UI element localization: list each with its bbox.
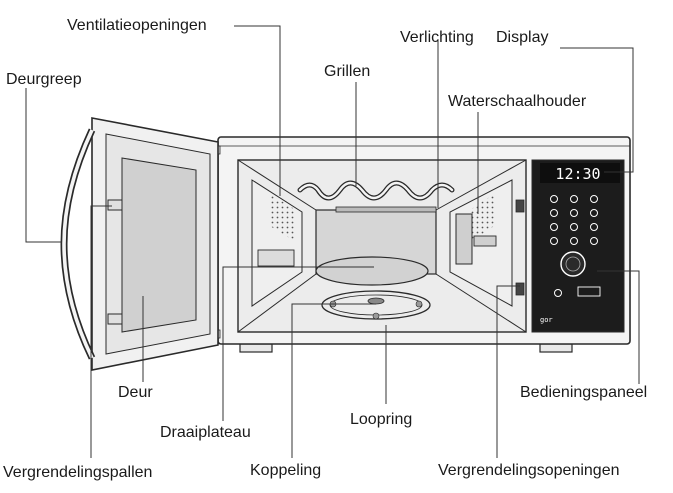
display-text: 12:30 (555, 165, 600, 183)
right-foot (539, 343, 573, 353)
coupling (367, 297, 385, 305)
lock-opening-top (515, 199, 525, 213)
label-verlichting: Verlichting (400, 29, 474, 46)
label-waterschaalhouder: Waterschaalhouder (448, 93, 587, 110)
control-knob (560, 251, 586, 277)
label-ventilatieopeningen: Ventilatieopeningen (67, 17, 207, 34)
label-draaiplateau: Draaiplateau (160, 424, 251, 441)
label-loopring: Loopring (350, 411, 413, 428)
display-window (540, 163, 620, 183)
start-button (577, 286, 601, 297)
panel-buttons (550, 195, 598, 297)
left-foot (239, 343, 273, 353)
label-koppeling: Koppeling (250, 462, 322, 479)
ventilation-holes-right (470, 194, 494, 242)
label-deur: Deur (118, 384, 153, 401)
control-panel (531, 159, 625, 333)
ventilation-holes-left (270, 194, 296, 242)
water-bowl-holder (455, 213, 473, 265)
label-display: Display (496, 29, 549, 46)
brand-mark: gor (540, 316, 553, 324)
door-latch-bottom (107, 313, 123, 325)
door-window (121, 157, 197, 333)
label-deurgreep: Deurgreep (6, 71, 82, 88)
turntable (315, 256, 429, 286)
label-bedieningspaneel: Bedieningspaneel (520, 384, 648, 401)
door-latch-top (107, 199, 123, 211)
label-vergrendelingspallen: Vergrendelingspallen (3, 464, 153, 481)
label-vergrendelingsopeningen: Vergrendelingsopeningen (438, 462, 620, 479)
leader-lines (25, 25, 640, 458)
lamp-strip (335, 206, 437, 213)
lock-opening-bottom (515, 282, 525, 296)
label-grillen: Grillen (324, 63, 371, 80)
